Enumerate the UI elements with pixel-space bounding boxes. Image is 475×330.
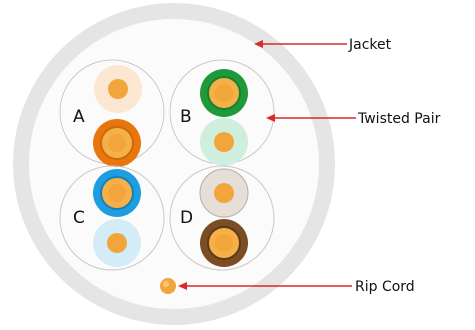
pair-d-boundary	[169, 165, 275, 271]
pair-c-wire-secondary	[93, 219, 141, 267]
pair-d-wire-primary	[200, 219, 248, 267]
rip-cord	[160, 278, 176, 294]
pair-a-primary-conductor	[108, 134, 126, 152]
pair-d-secondary-conductor	[214, 183, 234, 203]
pair-a: A	[59, 59, 165, 167]
pair-b-secondary-conductor	[214, 132, 234, 152]
rip-cord-highlight	[163, 281, 169, 287]
pair-a-wire-secondary	[94, 65, 142, 113]
pair-b-wire-primary	[200, 69, 248, 117]
pair-b: B	[169, 59, 275, 166]
twisted-pair-callout-arrow	[266, 114, 356, 122]
pair-c-letter: C	[73, 208, 85, 228]
pair-a-wire-primary	[93, 119, 141, 167]
pair-b-letter: B	[180, 107, 192, 127]
pair-b-primary-conductor	[215, 84, 233, 102]
jacket-callout-arrow	[254, 40, 347, 48]
pair-c: C	[59, 165, 165, 271]
pair-c-secondary-conductor	[107, 233, 127, 253]
rip-cord-callout-arrow	[178, 282, 352, 290]
pair-c-boundary	[59, 165, 165, 271]
pair-d: D	[169, 165, 275, 271]
jacket-label: Jacket	[348, 37, 392, 53]
pair-a-secondary-conductor	[108, 79, 128, 99]
jacket-arrowhead	[254, 40, 263, 48]
twisted-pair-label: Twisted Pair	[357, 111, 441, 127]
pair-c-wire-primary	[93, 169, 141, 217]
twisted-pair-arrowhead	[266, 114, 275, 122]
pair-a-letter: A	[73, 107, 85, 127]
jacket-inner-area	[29, 19, 319, 309]
pair-d-wire-secondary	[199, 168, 249, 218]
pair-c-primary-conductor	[108, 184, 126, 202]
rip-cord-arrowhead	[178, 282, 187, 290]
pair-b-wire-secondary	[200, 118, 248, 166]
pair-d-letter: D	[180, 208, 193, 228]
rip-cord-label: Rip Cord	[355, 279, 415, 295]
pair-d-primary-conductor	[215, 234, 233, 252]
